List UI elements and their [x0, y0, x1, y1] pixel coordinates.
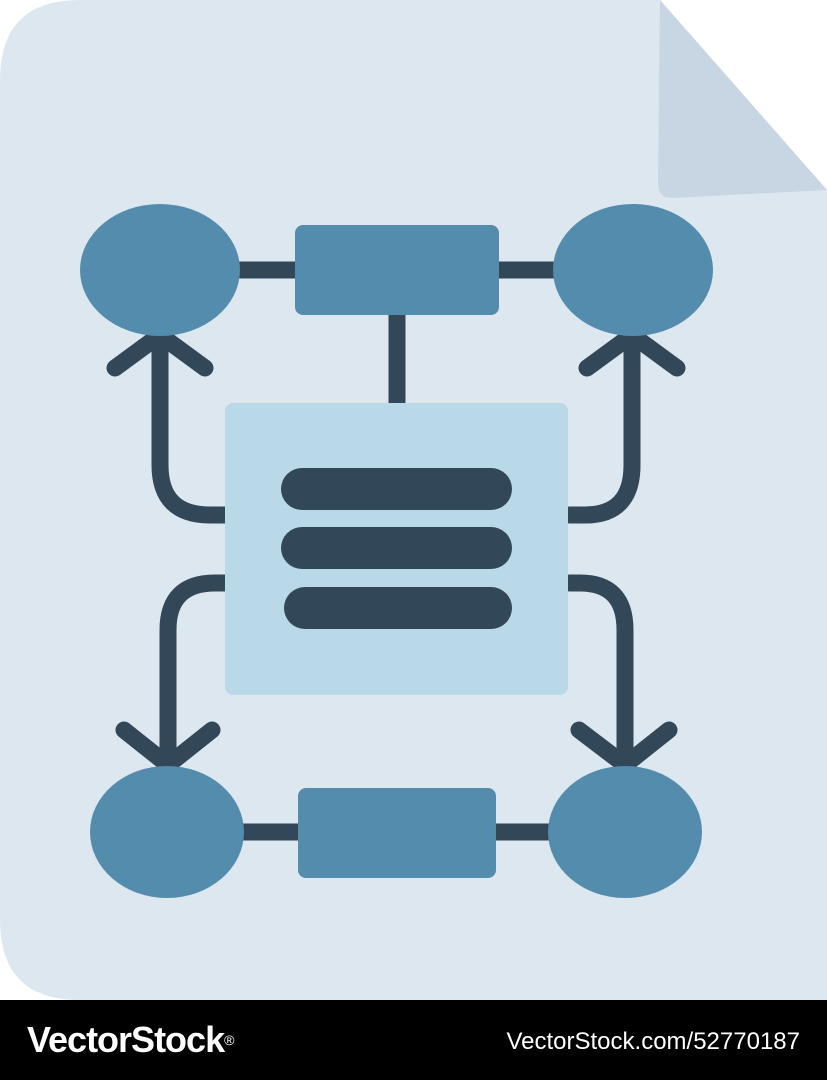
arrow-down-right: [561, 574, 634, 769]
image-id-text: VectorStock.com/52770187: [506, 1028, 800, 1055]
brand-name: VectorStock: [27, 1019, 225, 1060]
registered-mark: ®: [224, 1032, 234, 1048]
node-ellipse-bottom-left: [90, 766, 244, 898]
node-ellipse-bottom-right: [548, 766, 702, 898]
arrow-up-left: [151, 336, 234, 524]
node-rect-top: [295, 225, 499, 315]
arrowhead-down-right: [570, 721, 678, 774]
flow-nodes: [80, 204, 713, 898]
node-ellipse-top-left: [80, 204, 240, 336]
watermark-footer: VectorStock® VectorStock.com/52770187: [0, 1000, 827, 1080]
arrow-down-left: [159, 574, 234, 769]
page-fold-corner: [658, 0, 827, 198]
node-rect-bottom: [298, 788, 496, 878]
center-box-lines: [281, 468, 512, 629]
document-flowchart-icon: [0, 0, 827, 1000]
node-ellipse-top-right: [553, 204, 713, 336]
vectorstock-logo: VectorStock®: [27, 1019, 234, 1060]
arrow-up-right: [561, 336, 641, 524]
arrowhead-down-left: [115, 721, 221, 774]
